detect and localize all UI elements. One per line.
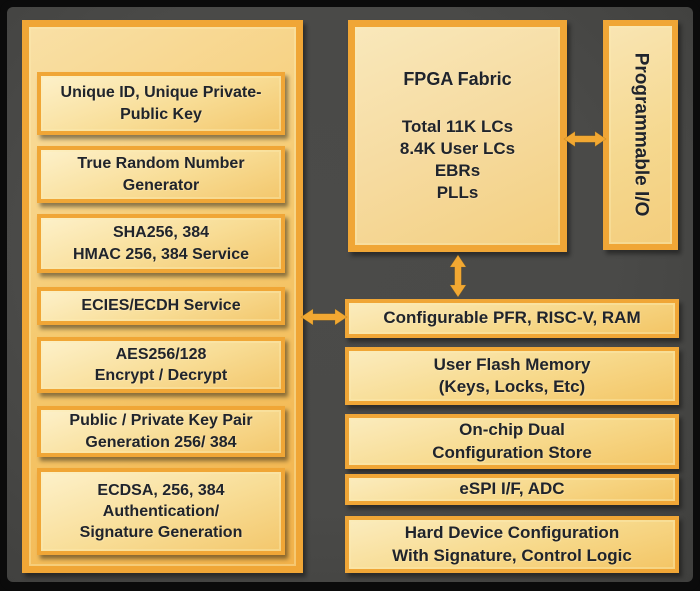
block-user-flash-memory: User Flash Memory (Keys, Locks, Etc) [345, 347, 679, 405]
programmable-io-box: Programmable I/O [603, 20, 678, 250]
block-espi-adc: eSPI I/F, ADC [345, 474, 679, 505]
fpga-fabric-details: Total 11K LCs 8.4K User LCs EBRs PLLs [399, 116, 516, 202]
arrow-fabric-pfr-icon [447, 254, 469, 298]
block-ecies-ecdh-service: ECIES/ECDH Service [37, 287, 285, 325]
block-hard-device-configuration: Hard Device Configuration With Signature… [345, 516, 679, 573]
block-unique-id: Unique ID, Unique Private- Public Key [37, 72, 285, 135]
block-true-random-number-generator: True Random Number Generator [37, 146, 285, 203]
block-sha-hmac-service: SHA256, 384 HMAC 256, 384 Service [37, 214, 285, 273]
fpga-fabric-title: FPGA Fabric [403, 69, 512, 90]
arrow-enclave-pfr-icon [300, 306, 348, 328]
block-aes-encrypt-decrypt: AES256/128 Encrypt / Decrypt [37, 337, 285, 393]
block-key-pair-generation: Public / Private Key Pair Generation 256… [37, 406, 285, 457]
block-onchip-dual-configuration-store: On-chip Dual Configuration Store [345, 414, 679, 469]
block-ecdsa-authentication: ECDSA, 256, 384 Authentication/ Signatur… [37, 468, 285, 555]
arrow-fabric-io-icon [563, 128, 607, 150]
fpga-fabric-box: FPGA Fabric Total 11K LCs 8.4K User LCs … [348, 20, 567, 252]
block-configurable-pfr-riscv-ram: Configurable PFR, RISC-V, RAM [345, 299, 679, 338]
programmable-io-label: Programmable I/O [630, 53, 652, 217]
diagram-background: Secure Enclave Unique ID, Unique Private… [7, 7, 693, 582]
